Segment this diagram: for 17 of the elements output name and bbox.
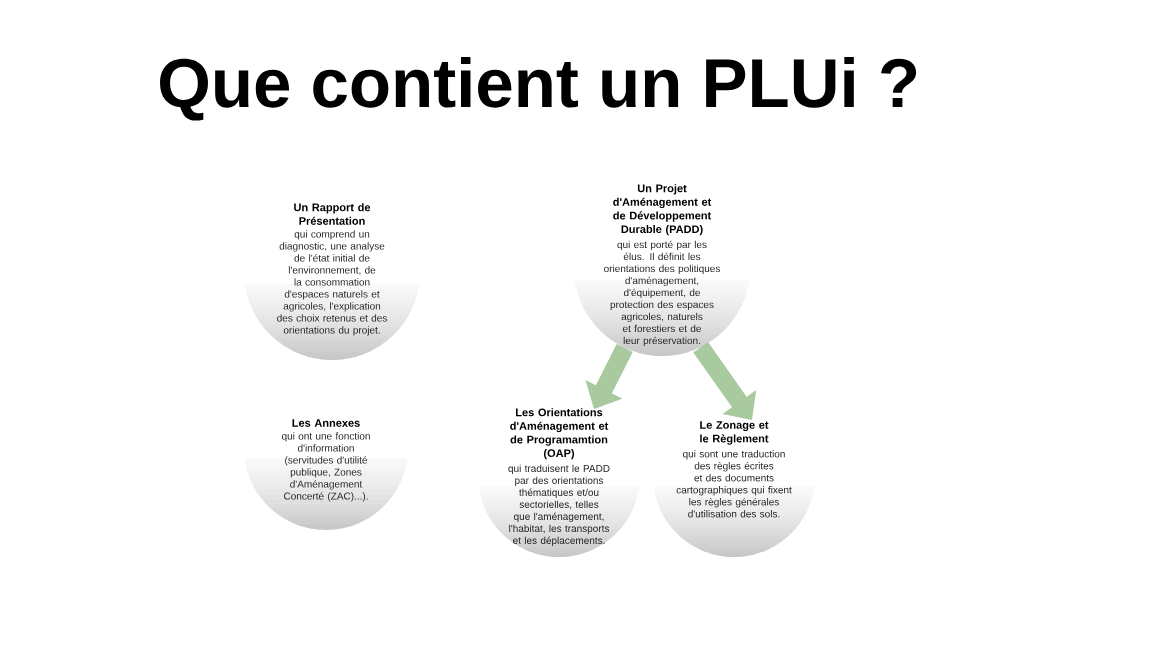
circle-text: qui ont une fonction d'information (servitudes d'utilité publique, Zones d'Aménagement Concerté (ZAC)...). [281,432,370,502]
block-arrow [693,342,757,420]
info-circle [574,184,750,356]
circle-heading: Un Rapport de Présentation [294,203,371,225]
circle-text: qui traduisent le PADD par des orientations thématiques et/ou sectorielles, telles que l'aménagement, l'habitat, les transports et les déplacements. [508,464,610,546]
circle-heading: Les Orientations d'Aménagement et de Programamtion (OAP) [510,408,609,460]
info-circle [653,421,815,557]
title: Que contient un PLUi ? [160,57,917,121]
info-circle [478,408,640,557]
info-circle [244,203,420,360]
circle-text: qui est porté par les élus. Il définit les orientations des politiques d'aménagement, d'équipement, de protection des espaces agricoles, naturels et forestiers et de leur préservation. [604,240,720,347]
circle-text: qui comprend un diagnostic, une analyse de l'état initial de l'environnement, de la consommation d'espaces naturels et agricoles, l'explication des choix retenus et des orientations du projet. [277,230,387,336]
circle-heading: Les Annexes [292,419,360,427]
circle-text: qui sont une traduction des règles écrites et des documents cartographiques qui fixent les règles générales d'utilisation des sols. [676,450,792,518]
info-circle [244,419,408,530]
circle-heading: Un Projet d'Aménagement et de Développement Durable (PADD) [613,184,712,236]
circle-heading: Le Zonage et le Règlement [700,421,769,445]
